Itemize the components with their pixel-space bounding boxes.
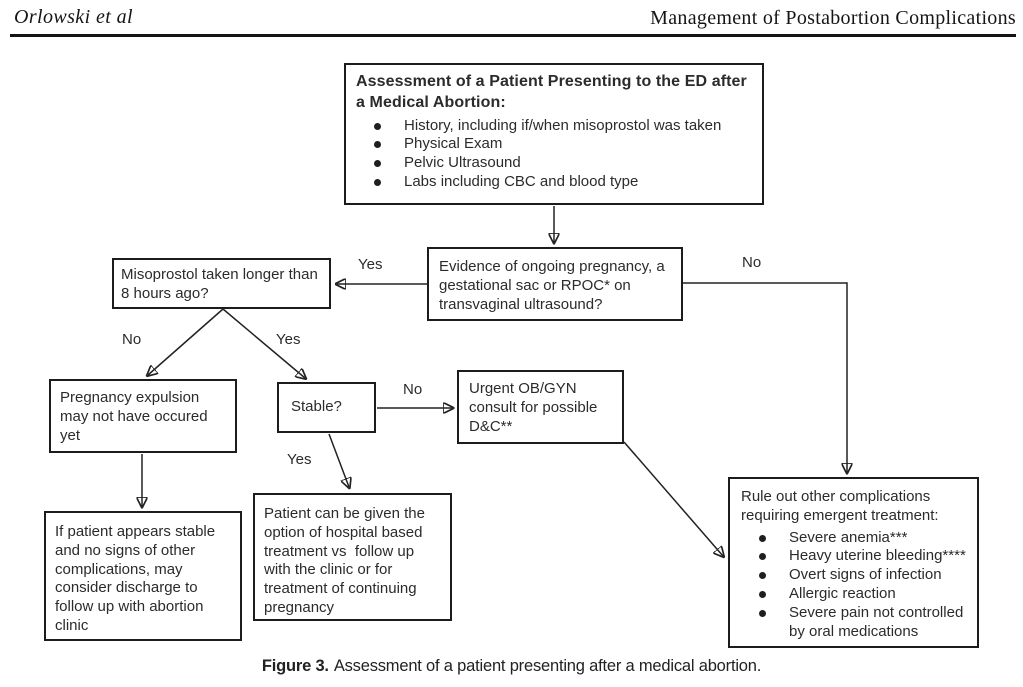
misoprostol-box-text: Misoprostol taken longer than 8 hours ag… [121,266,322,302]
misoprostol-box: Misoprostol taken longer than 8 hours ag… [112,258,331,309]
assessment-bullet-text: History, including if/when misoprostol w… [404,116,722,134]
urgent-consult-box: Urgent OB/GYN consult for possible D&C** [457,370,624,444]
ruleout-bullet-text: Severe anemia*** [789,528,908,546]
figure-caption-text: Assessment of a patient presenting after… [333,657,762,675]
expulsion-box: Pregnancy expulsion may not have occured… [49,379,237,453]
ruleout-bullet-text: Overt signs of infection [789,566,942,584]
ruleout-bullet-list: Severe anemia*** Heavy uterine bleeding*… [749,529,966,642]
running-head-title: Management of Postabortion Complications [650,7,1016,29]
figure-caption: Figure 3.Assessment of a patient present… [0,657,1023,676]
expulsion-box-text: Pregnancy expulsion may not have occured… [60,389,212,444]
header-rule [10,34,1016,37]
ruleout-bullet-text: Allergic reaction [789,585,896,603]
figure-caption-label: Figure 3. [261,657,329,675]
ruleout-bullet-text: Severe pain not controlled by oral medic… [789,604,964,640]
ruleout-box-title: Rule out other complications requiring e… [741,488,939,524]
connector-stable-yes-to-option [328,433,349,487]
branch-label-no: No [403,381,423,398]
assessment-box: Assessment of a Patient Presenting to th… [344,63,764,205]
ruleout-bullet-item: Overt signs of infection [749,566,966,585]
evidence-box: Evidence of ongoing pregnancy, a gestati… [427,247,683,321]
branch-label-yes: Yes [276,331,301,348]
connector-evidence-to-ruleout [683,282,847,472]
assessment-bullet-text: Physical Exam [404,135,503,153]
evidence-box-text: Evidence of ongoing pregnancy, a gestati… [439,258,669,313]
assessment-box-title: Assessment of a Patient Presenting to th… [356,73,747,111]
assessment-bullet-list: History, including if/when misoprostol w… [364,117,752,193]
connector-misoprostol-no-to-expulsion [148,308,224,375]
urgent-consult-box-text: Urgent OB/GYN consult for possible D&C** [469,380,602,435]
ruleout-bullet-item: Severe pain not controlled by oral medic… [749,604,966,642]
assessment-bullet-text: Labs including CBC and blood type [404,173,639,191]
branch-label-yes: Yes [358,256,383,273]
stable-box-text: Stable? [291,398,342,415]
assessment-bullet-item: History, including if/when misoprostol w… [364,117,752,136]
stable-box: Stable? [277,382,376,433]
branch-label-yes: Yes [287,451,312,468]
assessment-bullet-item: Pelvic Ultrasound [364,154,752,173]
ruleout-box: Rule out other complications requiring e… [728,477,979,648]
ruleout-bullet-item: Heavy uterine bleeding**** [749,547,966,566]
hospital-option-box-text: Patient can be given the option of hospi… [264,505,430,616]
branch-label-no: No [742,254,762,271]
discharge-box-text: If patient appears stable and no signs o… [55,523,220,634]
assessment-bullet-item: Physical Exam [364,135,752,154]
ruleout-bullet-item: Allergic reaction [749,585,966,604]
branch-label-no: No [122,331,142,348]
hospital-option-box: Patient can be given the option of hospi… [253,493,452,621]
discharge-box: If patient appears stable and no signs o… [44,511,242,641]
connector-urgent-to-ruleout [623,441,723,556]
ruleout-bullet-text: Heavy uterine bleeding**** [789,547,966,565]
running-head-authors: Orlowski et al [14,6,133,28]
ruleout-bullet-item: Severe anemia*** [749,529,966,548]
assessment-bullet-text: Pelvic Ultrasound [404,154,521,172]
assessment-bullet-item: Labs including CBC and blood type [364,173,752,192]
